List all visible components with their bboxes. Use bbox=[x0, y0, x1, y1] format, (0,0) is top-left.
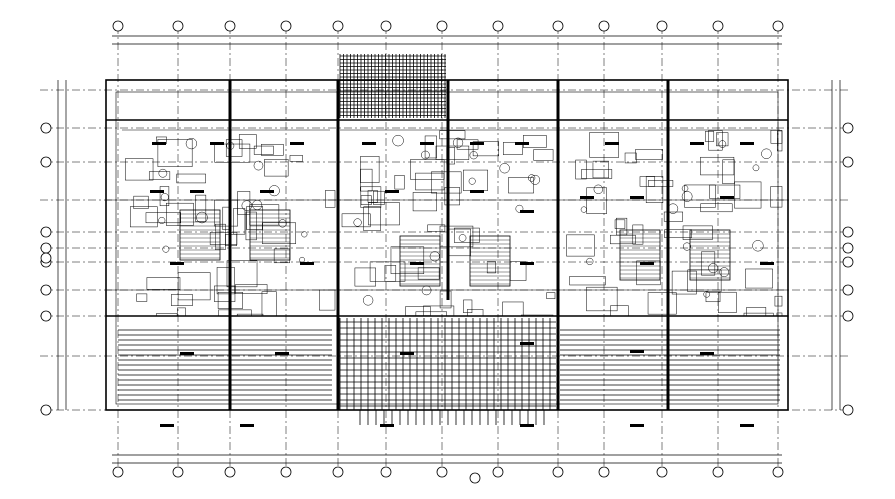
grid-bubble-side bbox=[842, 284, 854, 296]
grid-bubble-top bbox=[552, 466, 564, 478]
grid-bubble-top bbox=[772, 20, 784, 32]
grid-bubble-top bbox=[552, 20, 564, 32]
grid-bubble-top bbox=[492, 20, 504, 32]
room-tags bbox=[150, 142, 774, 427]
deck-hatch-area bbox=[339, 318, 556, 425]
grid-bubble-top bbox=[224, 466, 236, 478]
grid-bubble-top bbox=[712, 20, 724, 32]
grid-bubble-side bbox=[842, 156, 854, 168]
north-marker bbox=[469, 472, 481, 484]
grid-bubble-side bbox=[842, 256, 854, 268]
grid-bubble-side bbox=[842, 122, 854, 134]
grid-bubble-side bbox=[40, 226, 52, 238]
grid-bubble-top bbox=[492, 466, 504, 478]
grid-bubble-top bbox=[772, 466, 784, 478]
grid-bubble-top bbox=[332, 20, 344, 32]
grid-bubble-side bbox=[842, 404, 854, 416]
grid-bubble-side bbox=[40, 156, 52, 168]
grid-bubble-top bbox=[172, 466, 184, 478]
building-outline bbox=[105, 79, 789, 411]
grid-bubble-top bbox=[112, 20, 124, 32]
dimension-strings bbox=[57, 35, 841, 464]
grid-bubble-side bbox=[842, 310, 854, 322]
grid-bubble-top bbox=[224, 20, 236, 32]
grid-bubble-top bbox=[598, 466, 610, 478]
grid-bubble-side bbox=[842, 242, 854, 254]
grid-bubble-top bbox=[380, 466, 392, 478]
grid-bubble-side bbox=[40, 404, 52, 416]
roof-hatch-area bbox=[339, 54, 446, 118]
grid-bubble-top bbox=[436, 20, 448, 32]
grid-bubble-top bbox=[172, 20, 184, 32]
grid-bubble-top bbox=[712, 466, 724, 478]
parking-hatch-area bbox=[118, 329, 780, 401]
grid-bubble-top bbox=[598, 20, 610, 32]
grid-bubbles bbox=[40, 20, 854, 478]
interior-partitions bbox=[124, 130, 783, 317]
grid-bubble-top bbox=[332, 466, 344, 478]
grid-bubble-top bbox=[280, 20, 292, 32]
grid-bubble-top bbox=[280, 466, 292, 478]
grid-bubble-side bbox=[40, 284, 52, 296]
grid-bubble-top bbox=[436, 466, 448, 478]
grid-bubble-side bbox=[40, 242, 52, 254]
grid-bubble-side bbox=[40, 122, 52, 134]
grid-bubble-top bbox=[112, 466, 124, 478]
grid-bubble-side bbox=[842, 226, 854, 238]
grid-bubble-side bbox=[40, 310, 52, 322]
grid-bubble-top bbox=[656, 466, 668, 478]
grid-bubble-top bbox=[380, 20, 392, 32]
grid-bubble-top bbox=[656, 20, 668, 32]
